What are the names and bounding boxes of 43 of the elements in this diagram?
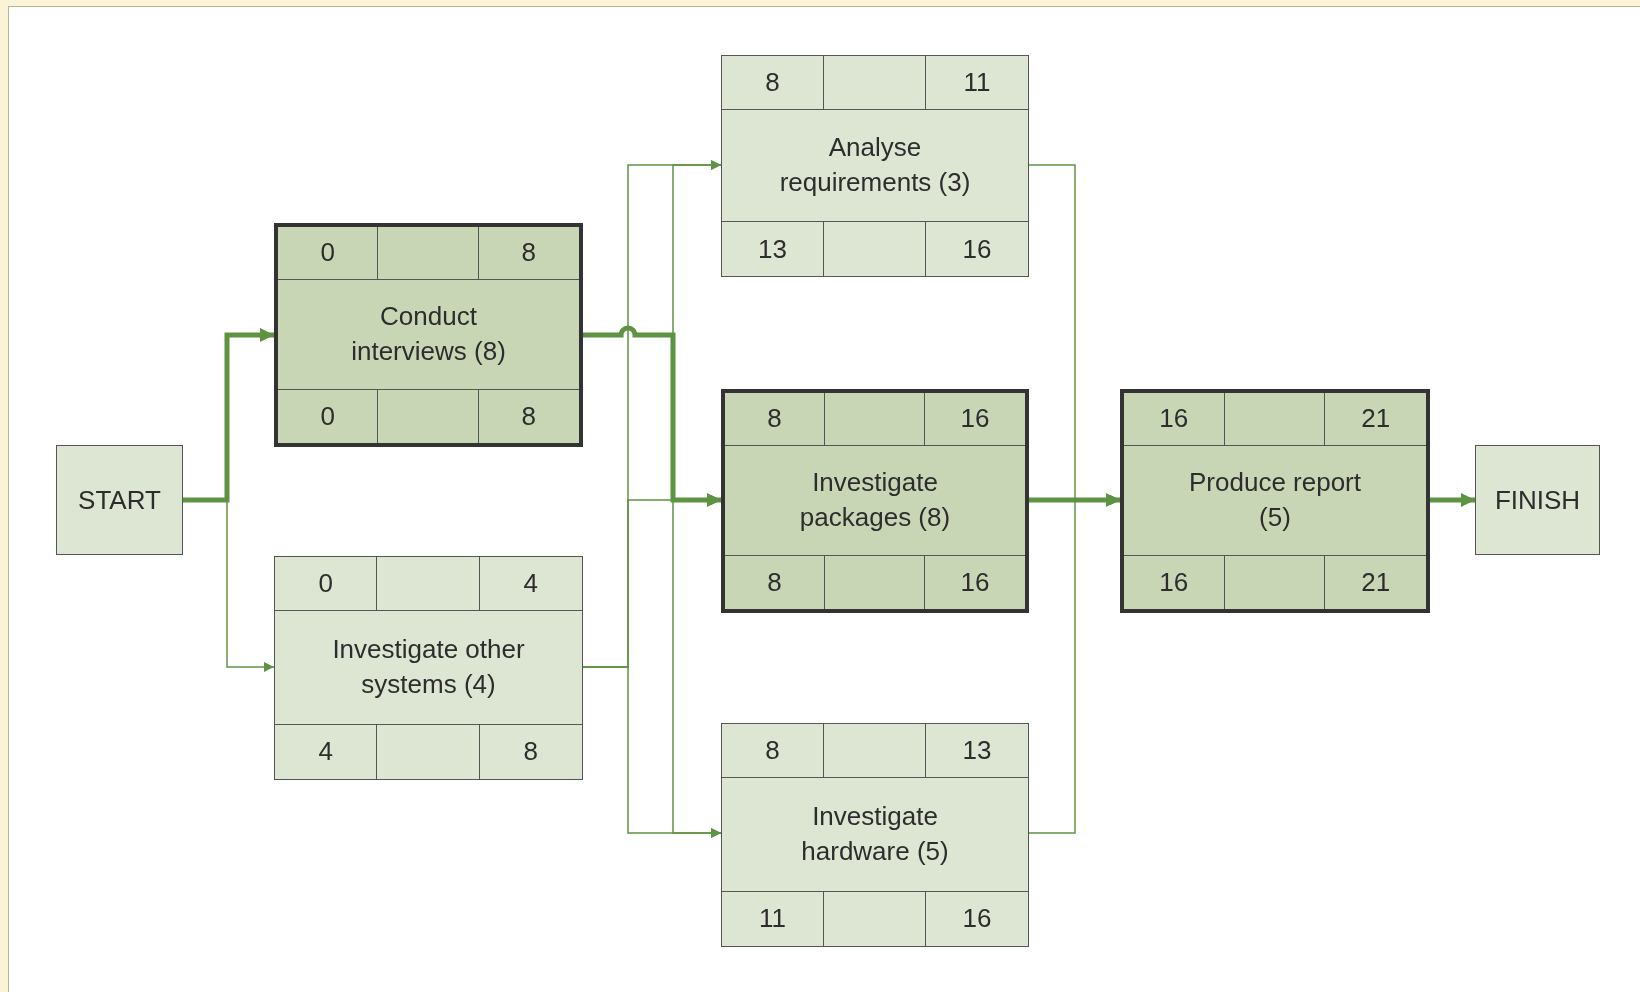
activity-name: Analyse requirements (3): [778, 131, 972, 200]
earliest-start: 8: [725, 393, 825, 446]
activity-box: [274, 556, 583, 780]
earliest-start: 8: [722, 56, 824, 110]
latest-finish: 16: [926, 890, 1028, 946]
latest-start: 16: [1124, 555, 1225, 609]
activity-name: Produce report (5): [1188, 466, 1362, 535]
latest-start: 13: [722, 221, 824, 276]
earliest-start: 0: [275, 557, 378, 612]
activity-box: [721, 389, 1029, 613]
activity-box: [274, 223, 583, 447]
latest-start: 4: [275, 723, 378, 779]
earliest-start: 16: [1124, 393, 1225, 446]
terminal-box: FINISH: [1475, 445, 1600, 555]
activity-box: [1120, 389, 1430, 613]
arrow: [1430, 493, 1475, 507]
latest-finish: 21: [1325, 555, 1426, 609]
arrow: [583, 325, 721, 507]
earliest-finish: 16: [925, 393, 1025, 446]
latest-finish: 16: [926, 221, 1028, 276]
arrow: [1029, 493, 1120, 507]
activity-name: Investigate hardware (5): [800, 800, 950, 869]
activity-box: [721, 55, 1029, 277]
latest-start: 11: [722, 890, 824, 946]
earliest-finish: 21: [1325, 393, 1426, 446]
earliest-start: 0: [278, 227, 379, 280]
arrow: [582, 666, 722, 838]
earliest-start: 8: [722, 724, 824, 779]
latest-finish: 8: [479, 723, 582, 779]
latest-start: 8: [725, 555, 825, 609]
earliest-finish: 8: [478, 227, 579, 280]
activity-name: Investigate packages (8): [798, 466, 952, 535]
earliest-finish: 11: [926, 56, 1028, 110]
terminal-box: START: [56, 445, 183, 555]
earliest-finish: 13: [926, 724, 1028, 779]
activity-box: [721, 723, 1029, 947]
activity-name: Investigate other systems (4): [331, 633, 526, 702]
earliest-finish: 4: [479, 557, 582, 612]
activity-name: Conduct interviews (8): [350, 300, 507, 369]
latest-finish: 8: [478, 389, 579, 443]
arrow: [183, 328, 274, 503]
latest-start: 0: [278, 389, 379, 443]
latest-finish: 16: [925, 555, 1025, 609]
